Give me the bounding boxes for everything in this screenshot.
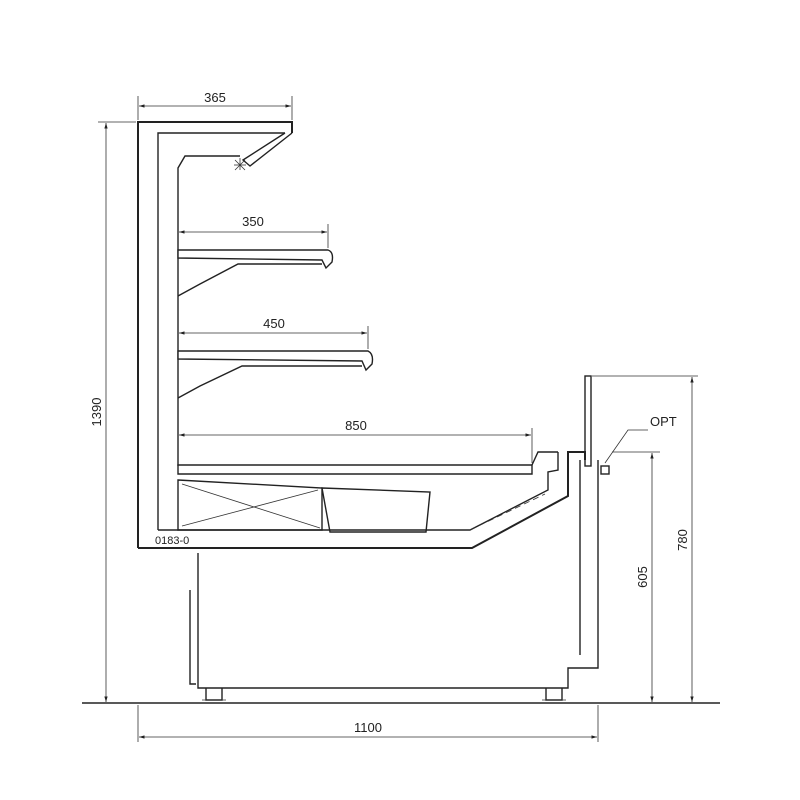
shelf-upper: [177, 249, 334, 297]
dim-shelf-middle-label: 450: [263, 316, 285, 331]
dim-top-width-label: 365: [204, 90, 226, 105]
base-cabinet: [189, 460, 599, 701]
dim-base-deck: [179, 428, 533, 463]
dim-total-depth-label: 1100: [354, 720, 382, 735]
dim-base-deck-label: 850: [345, 418, 367, 433]
under-deck-compartment: [177, 479, 431, 533]
dim-glass-height-label: 780: [675, 529, 690, 551]
dim-shelf-upper: [179, 224, 329, 248]
dim-glass-height: [592, 375, 698, 702]
drain-line: [469, 493, 546, 531]
dim-total-height: [98, 121, 136, 702]
cabinet-outline: [137, 121, 586, 549]
lamp-icon: [234, 158, 246, 171]
drawing-code: 0183-0: [155, 535, 189, 547]
front-glass: [584, 375, 592, 467]
dim-counter-height: [612, 451, 660, 702]
dim-shelf-upper-label: 350: [242, 214, 264, 229]
dim-total-height-label: 1390: [89, 398, 104, 427]
dim-shelf-middle: [179, 326, 369, 349]
base-deck: [177, 451, 558, 475]
dim-total-depth: [137, 705, 599, 742]
option-label: OPT: [650, 414, 677, 429]
dim-counter-height-label: 605: [635, 566, 650, 588]
dim-top-width: [137, 96, 293, 120]
shelf-middle: [177, 350, 374, 399]
